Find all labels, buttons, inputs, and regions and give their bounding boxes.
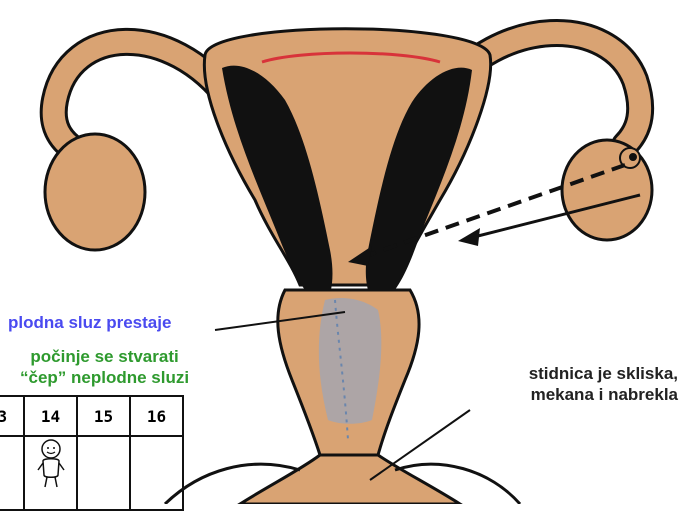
arrow-head-right — [458, 228, 480, 246]
baby-icon — [34, 437, 68, 491]
fertile-mucus-stops-label: plodna sluz prestaje — [8, 312, 171, 333]
mucus-plug-label-line1: počinje se stvarati — [20, 346, 189, 367]
vulva-label-line1: stidnica je skliska, — [529, 363, 678, 384]
vulva-label: stidnica je skliska, mekana i nabrekla — [529, 363, 678, 405]
calendar-day: 13 — [0, 396, 24, 436]
cervical-mucus — [319, 298, 381, 424]
mucus-plug-label: počinje se stvarati “čep” neplodne sluzi — [20, 346, 189, 388]
calendar-cell — [77, 436, 130, 510]
vulva-label-line2: mekana i nabrekla — [529, 384, 678, 405]
egg-dot — [629, 153, 637, 161]
calendar-day-row: 13 14 15 16 — [0, 396, 183, 436]
calendar-day: 14 — [24, 396, 77, 436]
mucus-plug-label-line2: “čep” neplodne sluzi — [20, 367, 189, 388]
left-ovary — [45, 134, 145, 250]
calendar-symbol-row — [0, 436, 183, 510]
calendar-cell — [130, 436, 183, 510]
calendar-cell — [0, 436, 24, 510]
cycle-calendar: 13 14 15 16 — [0, 395, 184, 511]
vagina — [240, 455, 460, 504]
calendar-day: 15 — [77, 396, 130, 436]
calendar-day: 16 — [130, 396, 183, 436]
calendar-cell — [24, 436, 77, 510]
